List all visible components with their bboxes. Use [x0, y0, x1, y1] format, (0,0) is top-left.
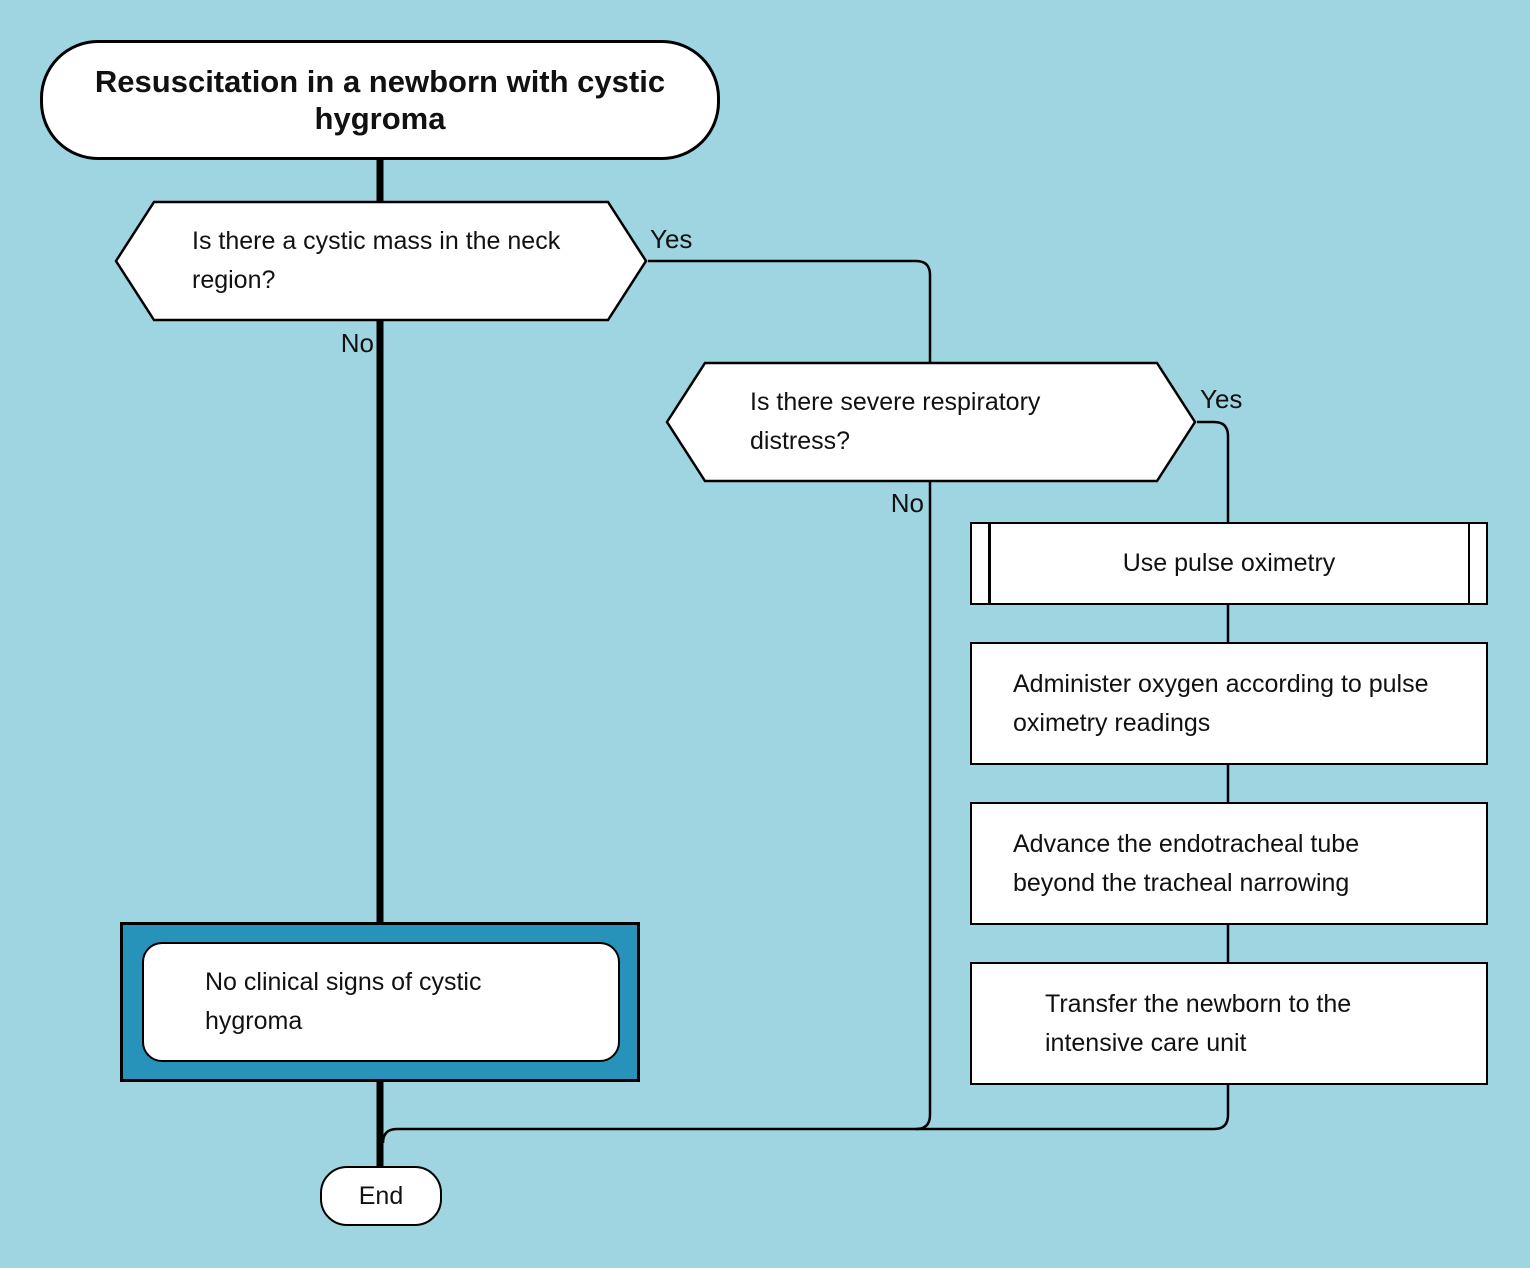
edge-label-q2-no: No — [890, 488, 924, 518]
process-transfer-icu: Transfer the newborn to the intensive ca… — [970, 962, 1488, 1085]
hexagon-shape — [665, 361, 1197, 483]
start-node-title-label: Resuscitation in a newborn with cystic h… — [94, 63, 666, 136]
result-no-clinical-signs: No clinical signs of cystic hygroma — [120, 922, 640, 1082]
edge-label-q1-yes: Yes — [650, 224, 693, 254]
result-no-clinical-signs-label: No clinical signs of cystic hygroma — [205, 968, 482, 1035]
edge-label-q2-yes: Yes — [1200, 384, 1243, 414]
decision-cystic-mass: Is there a cystic mass in the neck regio… — [114, 200, 648, 322]
process-advance-tube: Advance the endotracheal tube beyond the… — [970, 802, 1488, 925]
edge-transfer-to-end — [381, 1083, 1230, 1144]
decision-cystic-mass-label: Is there a cystic mass in the neck regio… — [192, 227, 561, 294]
decision-respiratory-distress-label: Is there severe respiratory distress? — [750, 388, 1041, 455]
predefined-process-right-bar — [1467, 524, 1470, 603]
process-use-pulse-oximetry-label: Use pulse oximetry — [1122, 549, 1336, 577]
end-node-label: End — [358, 1181, 404, 1210]
hexagon-shape — [114, 200, 648, 322]
process-use-pulse-oximetry: Use pulse oximetry — [970, 522, 1488, 605]
process-administer-oxygen-label: Administer oxygen according to pulse oxi… — [1013, 669, 1429, 737]
edge-label-q1-no: No — [340, 328, 374, 358]
process-administer-oxygen: Administer oxygen according to pulse oxi… — [970, 642, 1488, 765]
edge-q2-yes-line — [1197, 420, 1230, 524]
end-node: End — [320, 1166, 442, 1226]
edge-q2-no-line — [915, 481, 932, 1131]
decision-respiratory-distress: Is there severe respiratory distress? — [665, 361, 1197, 483]
predefined-process-left-bar — [988, 524, 991, 603]
process-advance-tube-label: Advance the endotracheal tube beyond the… — [1013, 829, 1360, 897]
edge-q1-yes-line — [648, 259, 932, 363]
start-node-title: Resuscitation in a newborn with cystic h… — [40, 40, 720, 160]
process-transfer-icu-label: Transfer the newborn to the intensive ca… — [1045, 989, 1352, 1057]
result-inner-card: No clinical signs of cystic hygroma — [142, 942, 620, 1062]
